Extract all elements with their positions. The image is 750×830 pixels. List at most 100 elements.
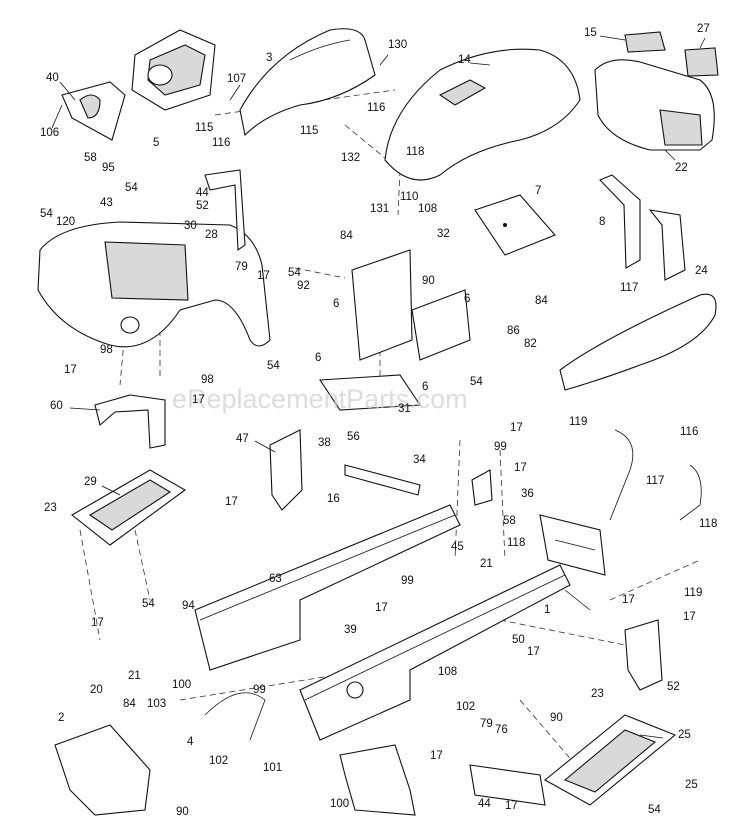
part-98-guard	[339, 744, 416, 816]
part-2-plate	[54, 724, 151, 816]
part-18-grille	[594, 31, 719, 151]
callout-17-g: 17	[622, 594, 635, 606]
callout-46: 52	[196, 200, 209, 212]
callout-92: 95	[102, 162, 115, 174]
part-6-panel	[319, 249, 471, 411]
callout-56: 63	[269, 573, 282, 585]
callout-29: 30	[184, 220, 197, 232]
callout-7-a: 6	[333, 298, 339, 310]
callout-17-i: 17	[91, 617, 104, 629]
callout-109-left: 116	[212, 137, 230, 149]
callout-119: 119	[684, 587, 702, 599]
callout-91: 94	[182, 600, 195, 612]
part-91-frame	[194, 504, 461, 671]
part-58-support	[94, 394, 166, 449]
part-92-panel	[61, 81, 126, 141]
callout-107: 110	[400, 191, 418, 203]
callout-130: 130	[388, 39, 407, 51]
callout-37: 43	[100, 197, 113, 209]
callout-9: 8	[599, 216, 605, 228]
callout-109-mid: 116	[367, 102, 385, 114]
callout-24: 25	[678, 729, 691, 741]
part-24-footrest	[544, 714, 677, 806]
callout-5: 5	[153, 137, 159, 149]
callout-2: 2	[58, 712, 64, 724]
callout-20-b: 21	[128, 670, 141, 682]
callout-47-fender-right: 54	[267, 360, 280, 372]
callout-43: 47	[236, 433, 249, 445]
callout-95-a: 98	[100, 344, 113, 356]
callout-106: 108	[438, 666, 457, 678]
callout-102: 102	[209, 755, 228, 767]
callout-101: 101	[263, 762, 282, 774]
callout-14: 14	[458, 54, 471, 66]
callout-47-top: 54	[125, 182, 138, 194]
callout-39: 44	[478, 798, 491, 810]
callout-47-fender: 54	[40, 208, 53, 220]
leader-lines	[51, 35, 706, 739]
part-28-footrest	[71, 469, 187, 546]
callout-21-a: 23	[44, 502, 57, 514]
callout-33: 36	[521, 488, 534, 500]
callout-17-h: 17	[683, 611, 696, 623]
callout-16: 16	[327, 493, 340, 505]
callout-15: 15	[584, 27, 597, 39]
callout-74: 107	[227, 73, 246, 85]
callout-17-d: 17	[514, 462, 527, 474]
callout-17-e: 17	[225, 496, 238, 508]
part-3-panel	[239, 28, 376, 137]
callout-23: 25	[685, 779, 698, 791]
callout-45: 50	[512, 634, 525, 646]
callout-19: 20	[90, 684, 103, 696]
callout-38: 44	[196, 187, 209, 199]
callout-25: 27	[697, 23, 710, 35]
callout-110: 117	[620, 282, 638, 294]
callout-1: 1	[544, 604, 550, 616]
callout-31: 32	[437, 228, 450, 240]
callout-6: 6	[464, 293, 470, 305]
callout-120: 120	[56, 216, 75, 228]
part-43-bracket	[269, 429, 303, 511]
watermark-text: eReplacementParts.com	[172, 384, 468, 414]
callout-99: 99	[253, 684, 266, 696]
callout-17-b: 17	[192, 394, 205, 406]
part-1-frame	[299, 564, 571, 741]
callout-52: 56	[347, 431, 360, 443]
callout-131: 131	[370, 203, 389, 215]
callout-115: 116	[680, 426, 698, 438]
callout-84: 90	[550, 712, 563, 724]
part-14-hood	[384, 48, 581, 181]
callout-17-top: 17	[257, 270, 270, 282]
part-99-lever	[204, 692, 266, 741]
callout-numbers: 40 106 58 95 5 107 115 116 3 130 14 116 …	[40, 23, 717, 818]
callout-47-b: 54	[142, 598, 155, 610]
callout-117: 119	[569, 416, 587, 428]
callout-47-right: 54	[470, 376, 483, 388]
callout-103: 103	[147, 698, 166, 710]
callout-20-a: 21	[480, 558, 493, 570]
callout-108-mid: 115	[300, 125, 318, 137]
callout-47-c: 54	[648, 804, 661, 816]
part-44-bracket	[624, 619, 663, 691]
callout-35: 40	[46, 72, 59, 84]
part-50-bracket	[539, 514, 606, 576]
callout-94-a: 99	[494, 441, 507, 453]
callout-54: 58	[84, 152, 97, 164]
callout-8: 7	[535, 185, 541, 197]
callout-21-b: 23	[591, 688, 604, 700]
callout-82: 90	[422, 275, 435, 287]
callout-80: 86	[507, 325, 520, 337]
callout-32: 34	[413, 454, 426, 466]
callout-68-mid: 84	[340, 230, 353, 242]
part-33-bracket	[471, 469, 493, 506]
callout-116: 117	[646, 475, 664, 487]
callout-22: 24	[695, 265, 708, 277]
callout-4: 4	[187, 736, 194, 748]
callout-70: 102	[456, 701, 475, 713]
callout-95-b: 98	[201, 374, 214, 386]
callout-30: 31	[398, 403, 411, 415]
callout-7-b: 6	[315, 352, 321, 364]
part-5-console	[131, 29, 216, 111]
callout-94-b: 99	[401, 575, 414, 587]
callout-7-c: 6	[422, 381, 428, 393]
